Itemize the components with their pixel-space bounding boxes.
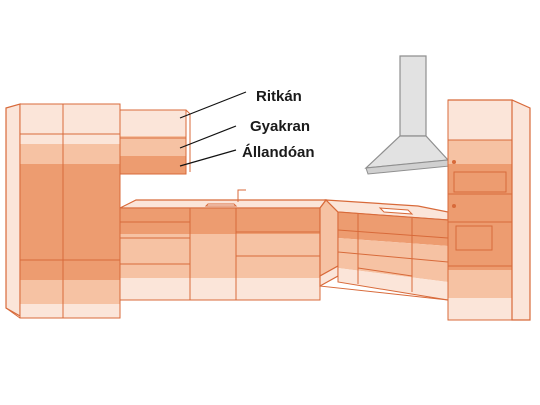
faucet-icon	[237, 189, 246, 202]
microwave	[453, 171, 507, 193]
oven	[455, 225, 493, 251]
label-rarely: Ritkán	[256, 88, 302, 105]
label-often: Gyakran	[250, 118, 310, 135]
leader-often	[179, 125, 237, 149]
base-cabinets-left	[119, 207, 321, 301]
wall-cabinets	[119, 109, 191, 175]
base-cabinets-right	[337, 211, 449, 301]
floor-line	[5, 285, 449, 319]
leader-lines	[179, 91, 247, 167]
cooktop-icon	[378, 207, 414, 215]
range-hood	[364, 55, 451, 175]
leader-constantly	[179, 149, 237, 167]
leader-rarely	[179, 91, 247, 119]
tall-cabinets-left	[5, 103, 121, 319]
countertop-left	[119, 189, 328, 209]
corner-cabinet	[319, 199, 339, 288]
tall-cabinet-right	[447, 99, 531, 321]
label-constantly: Állandóan	[242, 144, 315, 161]
